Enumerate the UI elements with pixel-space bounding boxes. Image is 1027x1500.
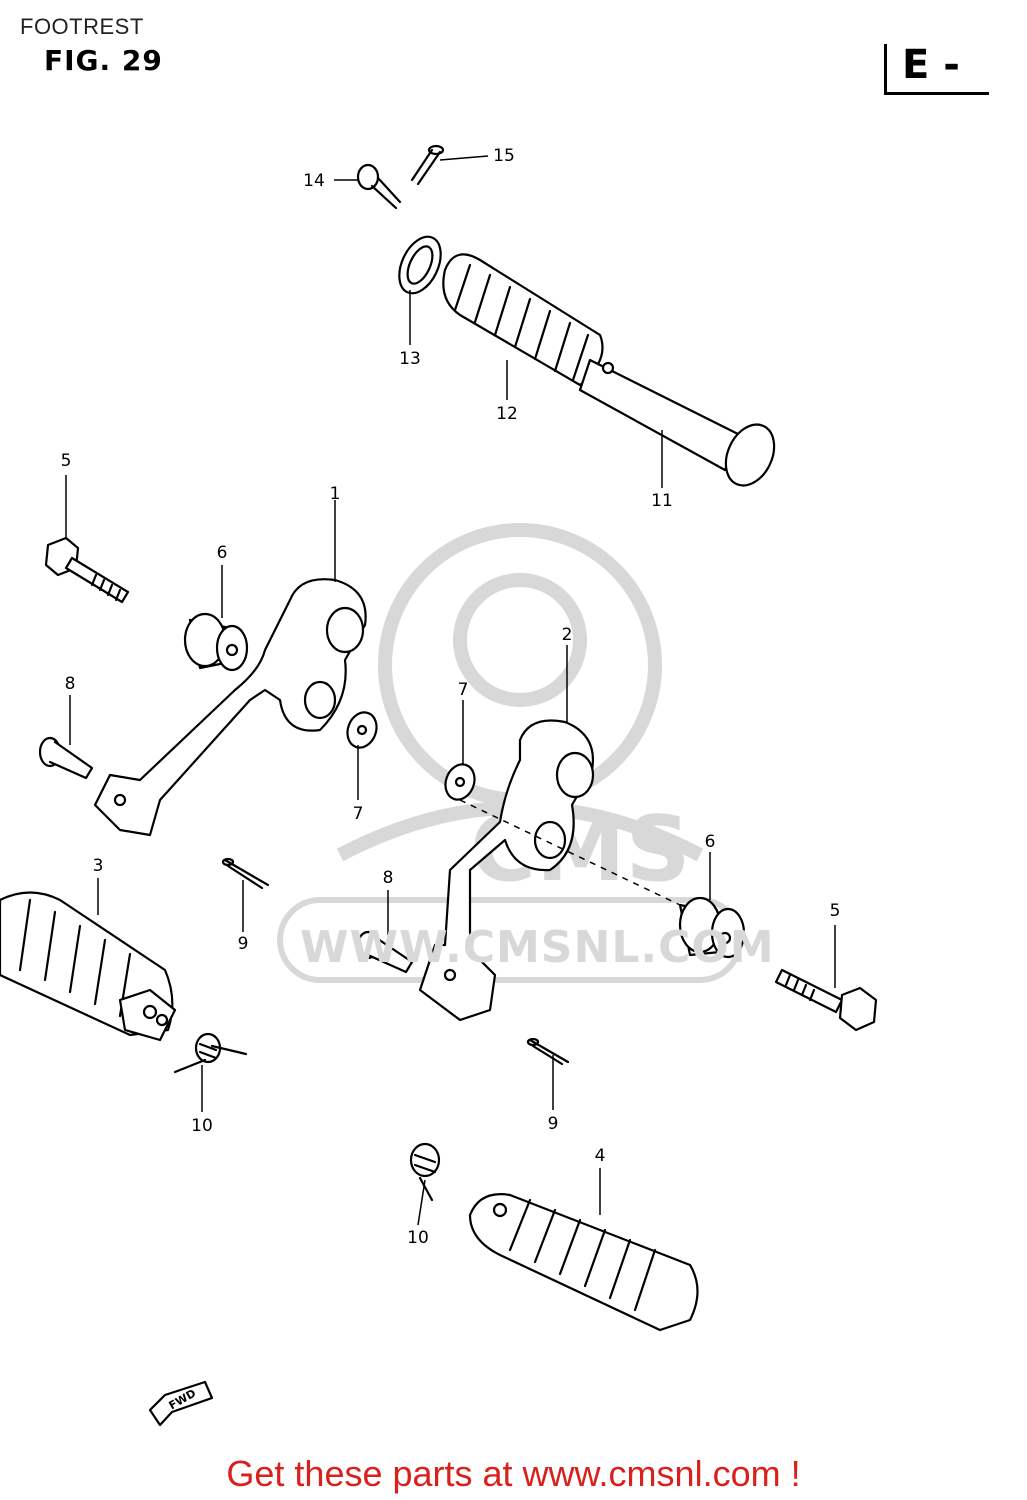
part-12-footrest-rubber: [442, 253, 604, 387]
footer-link[interactable]: Get these parts at www.cmsnl.com !: [226, 1453, 801, 1494]
callout-10-left: 10: [191, 1116, 213, 1136]
part-4-footrest-right: [468, 1193, 699, 1332]
callout-1: 1: [329, 484, 341, 504]
callout-14: 14: [303, 171, 325, 191]
watermark-text: WWW.CMSNL.COM: [300, 922, 775, 973]
part-7-washer-right: [444, 763, 476, 801]
part-10-spring-left: [173, 1032, 248, 1074]
part-6-bushing-left: [183, 612, 249, 672]
callout-7-right: 7: [457, 680, 469, 700]
callout-11: 11: [651, 491, 673, 511]
part-2-bracket-right: [418, 719, 595, 1022]
callout-6-right: 6: [704, 832, 716, 852]
part-1-bracket-left: [93, 578, 367, 837]
callout-8-right: 8: [382, 868, 394, 888]
callout-3: 3: [92, 856, 104, 876]
page-title: FOOTREST: [20, 14, 144, 39]
region-box: [884, 44, 989, 95]
part-11-footrest-bar: [578, 358, 776, 487]
callout-10-right: 10: [407, 1228, 429, 1248]
region-code: E -: [902, 42, 960, 88]
part-9-cotter-pin-left: [221, 857, 270, 890]
part-7-washer-left: [346, 711, 378, 749]
part-5-bolt-left: [44, 536, 130, 604]
fwd-arrow-icon: [148, 1380, 214, 1427]
callout-6-left: 6: [216, 543, 228, 563]
part-6-bushing-right: [678, 896, 746, 959]
part-14-clevis-pin: [356, 163, 402, 210]
callout-2: 2: [561, 625, 573, 645]
callout-5-left: 5: [60, 451, 72, 471]
part-3-footrest-left: [0, 891, 177, 1042]
callout-4: 4: [594, 1146, 606, 1166]
part-10-spring-right: [409, 1142, 441, 1202]
callout-15: 15: [493, 146, 515, 166]
callout-13: 13: [399, 349, 421, 369]
part-5-bolt-right: [774, 968, 878, 1032]
callout-12: 12: [496, 404, 518, 424]
callout-9-left: 9: [237, 934, 249, 954]
callout-9-right: 9: [547, 1114, 559, 1134]
figure-label: FIG. 29: [44, 44, 163, 77]
part-8-pin-right: [356, 930, 414, 974]
callout-5-right: 5: [829, 901, 841, 921]
part-8-pin-left: [38, 736, 94, 780]
part-15-cotter-pin: [410, 144, 445, 186]
leader-lines: [65, 155, 836, 1226]
callout-8-left: 8: [64, 674, 76, 694]
part-13-washer: [398, 235, 442, 295]
callout-7-left: 7: [352, 804, 364, 824]
part-9-cotter-pin-right: [526, 1037, 570, 1066]
